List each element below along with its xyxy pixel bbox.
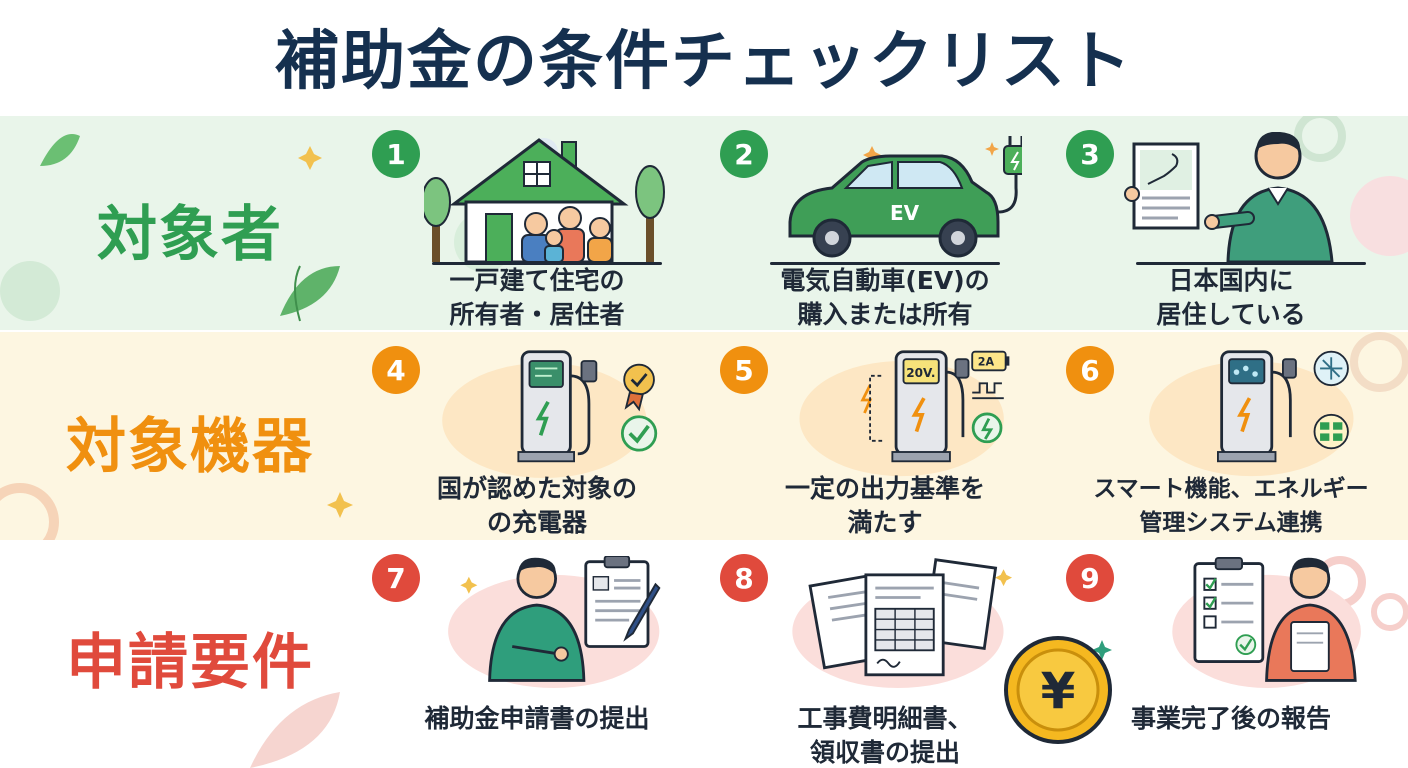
number-badge: 3	[1066, 130, 1114, 178]
category-label-application-requirements: 申請要件	[66, 628, 314, 698]
item-text-line: 日本国内に	[1168, 266, 1294, 295]
item-text: 国が認めた対象の の充電器	[372, 472, 702, 540]
item-text: 補助金申請書の提出	[372, 702, 702, 736]
item-text-line: 所有者・居住者	[449, 300, 625, 329]
number-badge: 2	[720, 130, 768, 178]
checklist-item-3: 3 日本国内に 居住している	[1066, 130, 1396, 330]
ev-text: EV	[890, 201, 920, 225]
yen-coin-icon: ¥	[1004, 636, 1112, 744]
item-text: 一戸建て住宅の 所有者・居住者	[372, 264, 702, 332]
section-target-persons: 対象者 1 一戸建て住宅の	[0, 116, 1408, 330]
documents-icon	[792, 558, 1013, 688]
item-text-line: 一戸建て住宅の	[449, 266, 625, 295]
item-text: 一定の出力基準を 満たす	[720, 472, 1050, 540]
item-text-line: スマート機能、エネルギー	[1093, 476, 1369, 502]
number-badge: 6	[1066, 346, 1114, 394]
item-text: 事業完了後の報告	[1066, 702, 1396, 736]
yen-text: ¥	[1041, 662, 1076, 720]
ground-line	[1136, 262, 1366, 265]
item-text-line: 購入または所有	[797, 300, 973, 329]
smart-charger-icon	[1149, 350, 1354, 477]
charger-output-icon: 20V. 2A	[799, 350, 1010, 477]
ev-car-icon: EV	[788, 136, 1022, 258]
number-badge: 9	[1066, 554, 1114, 602]
checklist-item-4: 4 国が認めた対象の の充電器	[372, 346, 702, 540]
amp-text: 2A	[978, 356, 995, 369]
item-text: 工事費明細書、 領収書の提出	[720, 702, 1050, 768]
item-text: 日本国内に 居住している	[1066, 264, 1396, 332]
item-text-line: 電気自動車(EV)の	[780, 266, 990, 295]
checklist-item-7: 7 補助金申請書の提出	[372, 554, 702, 768]
certified-charger-icon	[442, 350, 658, 478]
checklist-item-5: 5 20V. 2A 一定の出力基準を 満たす	[720, 346, 1050, 540]
checklist-item-2: 2 EV 電気自動車(EV)の 購入または所有	[720, 130, 1050, 330]
item-text-line: 工事費明細書、	[797, 704, 973, 733]
checklist-item-6: 6 スマート機能、エネルギー 管理システム連携	[1066, 346, 1396, 540]
japan-map-person-icon	[1124, 132, 1334, 264]
report-checklist-icon	[1172, 556, 1361, 688]
page-title: 補助金の条件チェックリスト	[275, 25, 1133, 99]
item-text: スマート機能、エネルギー 管理システム連携	[1066, 472, 1396, 540]
person-application-icon	[448, 556, 661, 688]
item-text-line: 一定の出力基準を	[784, 474, 985, 503]
category-label-target-equipment: 対象機器	[66, 412, 314, 482]
display-voltage-text: 20V.	[906, 366, 935, 380]
number-badge: 8	[720, 554, 768, 602]
item-text-line: 居住している	[1156, 300, 1306, 329]
checklist-item-1: 1 一戸建て住宅の 所有者・居住者	[372, 130, 702, 330]
number-badge: 5	[720, 346, 768, 394]
checklist-item-8: 8 工事費明細書、 領収書の提出	[720, 554, 1050, 768]
category-label-target-persons: 対象者	[97, 200, 283, 270]
ground-line	[770, 262, 1000, 265]
house-family-icon	[424, 138, 665, 272]
number-badge: 7	[372, 554, 420, 602]
item-text-line: 領収書の提出	[809, 738, 960, 767]
item-text-line: 国が認めた対象の	[436, 474, 637, 503]
number-badge: 4	[372, 346, 420, 394]
section-target-equipment: 対象機器 4 国が認めた対象の の充電器 5	[0, 332, 1408, 540]
item-text: 電気自動車(EV)の 購入または所有	[720, 264, 1050, 332]
item-text-line: の充電器	[486, 508, 587, 537]
checklist-item-9: 9 事業完了後の報告	[1066, 554, 1396, 768]
item-text-line: 事業完了後の報告	[1130, 704, 1331, 733]
section-application-requirements: 申請要件 7 補助金申請書の提出 8	[0, 542, 1408, 768]
item-text-line: 満たす	[847, 508, 923, 537]
item-text-line: 補助金申請書の提出	[424, 704, 650, 733]
ground-line	[432, 262, 662, 265]
number-badge: 1	[372, 130, 420, 178]
item-text-line: 管理システム連携	[1139, 510, 1323, 536]
